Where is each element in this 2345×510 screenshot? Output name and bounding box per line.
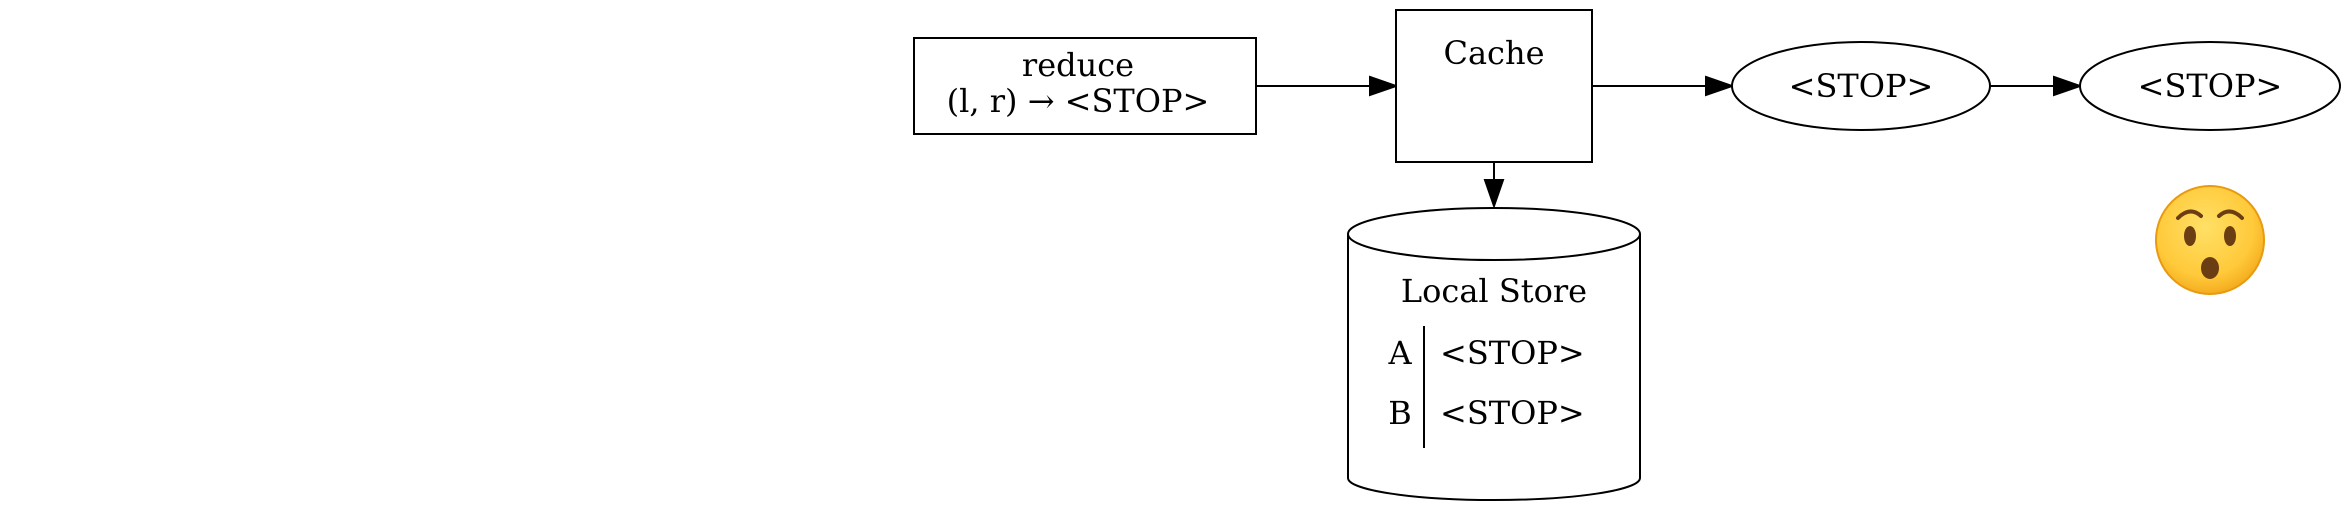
stop-node-2[interactable]: <STOP> [2079,41,2341,131]
hushed-face-emoji-icon [2155,185,2265,295]
local-store-node[interactable]: Local Store A <STOP> B <STOP> [1347,207,1641,501]
edge-cache-to-stop-1 [1592,75,1736,97]
local-store-row-a-value: <STOP> [1440,334,1585,372]
arrowhead-icon [1705,75,1736,97]
stop-node-1[interactable]: <STOP> [1731,41,1991,131]
arrowhead-icon [1483,179,1505,210]
arrowhead-icon [1369,75,1400,97]
edge-reduce-to-cache [1256,75,1400,97]
reduce-node-line1: reduce [1022,46,1134,84]
local-store-row-b-value: <STOP> [1440,394,1585,432]
reduce-node[interactable]: reduce (l, r) → <STOP> [913,37,1257,135]
reduce-node-line2: (l, r) → <STOP> [947,82,1210,120]
arrowhead-icon [2053,75,2084,97]
edge-stop-1-to-stop-2 [1990,75,2084,97]
local-store-row-b-key: B [1388,394,1412,432]
edge-cache-to-local-store [1483,162,1505,210]
cache-node[interactable]: Cache [1395,9,1593,163]
stop-node-2-label: <STOP> [2138,67,2283,105]
cache-node-label: Cache [1443,34,1544,72]
local-store-row-a-key: A [1387,334,1412,372]
stop-node-1-label: <STOP> [1789,67,1934,105]
local-store-title: Local Store [1401,272,1587,310]
